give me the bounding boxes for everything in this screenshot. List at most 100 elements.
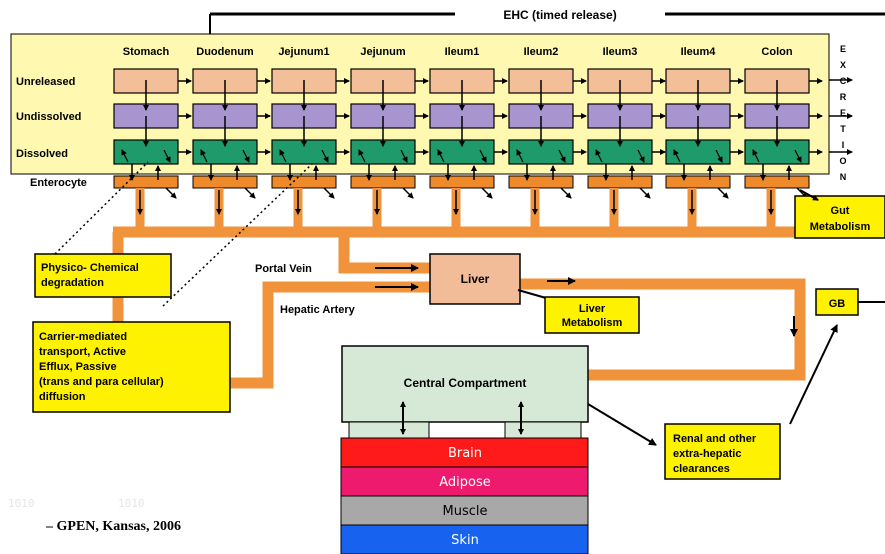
row-label-dissolved: Dissolved [16,148,68,160]
tissue-skin [340,524,589,554]
precipitation-arrow [516,149,524,163]
degradation-arrow [479,149,487,163]
carrier-line5: diffusion [39,391,86,403]
enterocyte-compartment [587,175,653,189]
segment-header: Jejunum1 [278,46,329,58]
precipitation-arrow [437,149,445,163]
tissue-label: Adipose [439,475,491,490]
precipitation-arrow [358,149,366,163]
segment-header: Colon [761,46,792,58]
excretion-letter: O [839,156,846,166]
tissue-exchange-arrows [400,401,524,435]
carrier-line3: Efflux, Passive [39,361,117,373]
degradation-arrow [400,149,408,163]
segment-header: Ileum1 [445,46,480,58]
physico-line1: Physico- Chemical [41,262,139,274]
degradation-arrow [558,149,566,163]
excretion-letter: I [842,140,845,150]
gut-metabolism-arrow [717,187,729,199]
excretion-letter: E [840,44,846,54]
carrier-transport-box: Carrier-mediated transport, Active Efflu… [32,321,231,413]
excretion-letter: T [840,124,846,134]
circulation-network [112,226,810,389]
enterocyte-compartment [744,175,810,189]
gut-metabolism-box: Gut Metabolism [794,195,885,239]
enterocyte-compartment [508,175,574,189]
enterocyte-drainage [135,188,776,232]
carrier-line4: (trans and para cellular) [39,376,164,388]
portal-vein-label: Portal Vein [255,263,312,275]
renal-line1: Renal and other [673,433,757,445]
precipitation-arrow [279,149,287,163]
liver-metabolism-line1: Liver [579,303,606,315]
excretion-letter: N [840,172,847,182]
row-label-undissolved: Undissolved [16,111,81,123]
segment-header: Stomach [123,46,170,58]
enterocyte-compartment [429,175,495,189]
precipitation-arrow [200,149,208,163]
tissue-muscle [340,495,589,526]
central-compartment-label: Central Compartment [404,376,527,390]
excretion-letter: R [840,92,847,102]
gallbladder-label: GB [829,298,846,310]
degradation-arrow [321,149,329,163]
physico-chemical-box: Physico- Chemical degradation [34,253,172,298]
degradation-arrow [637,149,645,163]
precipitation-arrow [595,149,603,163]
enterocyte-compartment [192,175,258,189]
degradation-arrow [242,149,250,163]
liver-metabolism-line2: Metabolism [562,317,623,329]
gut-metabolism-arrow [481,187,493,199]
tissue-label: Muscle [443,504,488,519]
gut-metabolism-arrow [639,187,651,199]
segment-header: Jejunum [360,46,405,58]
excretion-letter: E [840,108,846,118]
gut-metabolism-line1: Gut [831,205,850,217]
liver-box: Liver [429,253,521,305]
liver-label: Liver [461,272,490,286]
segment-header: Ileum2 [524,46,559,58]
watermark-left: 1010 [8,497,35,510]
citation-caption: – GPEN, Kansas, 2006 [46,519,181,534]
gut-metabolism-arrow [165,187,177,199]
gut-metabolism-arrow [244,187,256,199]
watermark-right: 1010 [118,497,145,510]
gallbladder-box: GB [815,288,859,316]
gi-compartment-grid [113,68,823,199]
segment-header: Duodenum [196,46,254,58]
degradation-arrow [794,149,802,163]
gut-metabolism-arrow [402,187,414,199]
gut-metabolism-line2: Metabolism [810,221,871,233]
tissue-label: Skin [451,533,479,548]
segment-headers: Stomach Duodenum Jejunum1 Jejunum Ileum1 Ileu… [123,46,793,58]
enterocyte-compartment [271,175,337,189]
enterocyte-compartment [665,175,731,189]
enterocyte-compartment [350,175,416,189]
segment-header: Ileum3 [603,46,638,58]
renal-line2: extra-hepatic [673,448,741,460]
carrier-line1: Carrier-mediated [39,331,127,343]
degradation-arrow [163,149,171,163]
precipitation-arrow [752,149,760,163]
tissue-brain [340,437,589,468]
renal-line3: clearances [673,463,730,475]
excretion-letter: C [840,76,847,86]
precipitation-arrow [673,149,681,163]
ehc-title: EHC (timed release) [503,8,616,22]
hepatic-artery-label: Hepatic Artery [280,304,356,316]
liver-metabolism-box: Liver Metabolism [544,296,640,334]
gut-metabolism-arrow [560,187,572,199]
carrier-line2: transport, Active [39,346,126,358]
degradation-arrow [715,149,723,163]
excretion-letter: X [840,60,846,70]
row-label-enterocyte: Enterocyte [30,177,87,189]
gut-metabolism-arrow [323,187,335,199]
tissue-label: Brain [448,446,482,461]
row-label-unreleased: Unreleased [16,76,75,88]
central-compartment-box: Central Compartment [341,345,589,439]
renal-clearance-box: Renal and other extra-hepatic clearances [664,423,781,480]
